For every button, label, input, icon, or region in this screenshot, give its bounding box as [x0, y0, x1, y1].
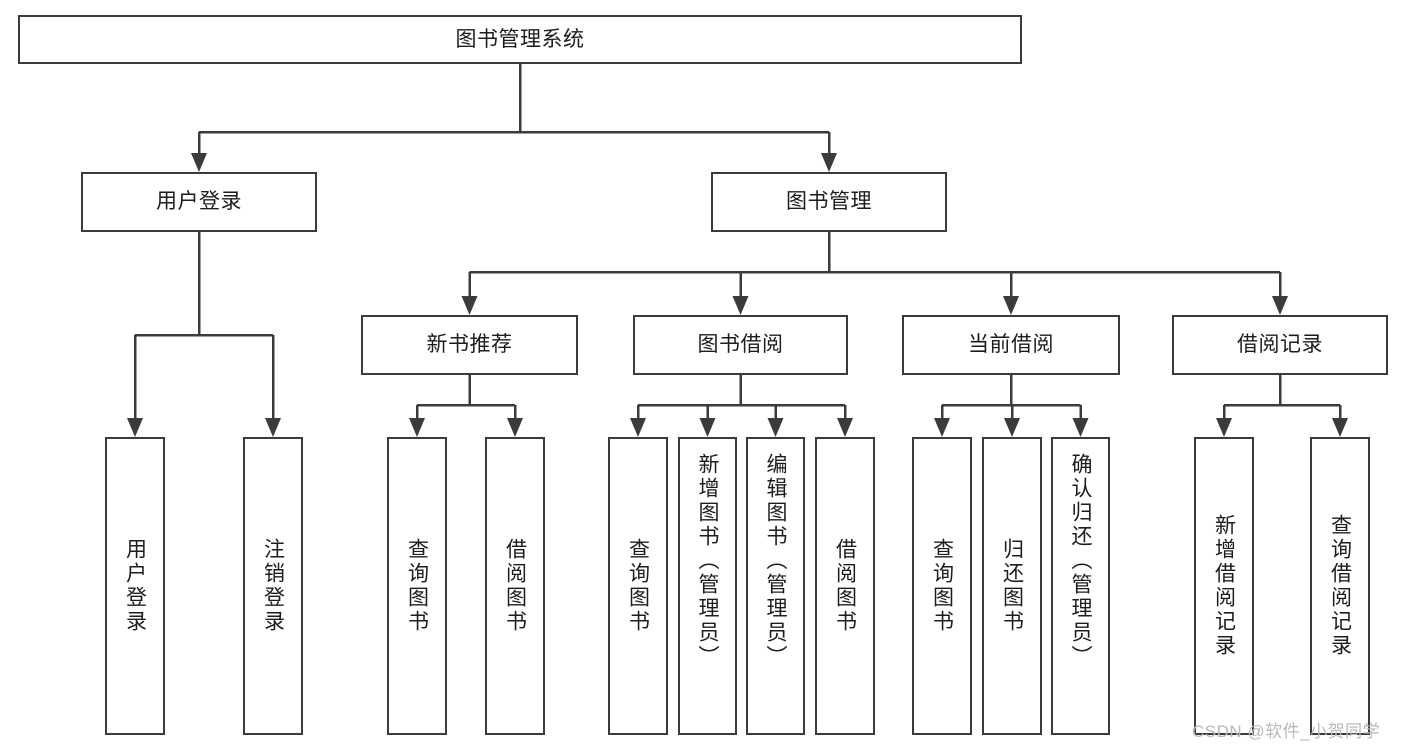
node-leaf-query-book-current: 查询图书: [912, 437, 972, 735]
node-leaf-query-book-borrow: 查询图书: [608, 437, 668, 735]
node-records: 借阅记录: [1172, 315, 1388, 375]
node-label-leaf-query-book-new: 查询图书: [405, 538, 429, 634]
node-label-leaf-borrow-book: 借阅图书: [833, 538, 857, 634]
node-leaf-add-book: 新增图书（管理员）: [678, 437, 737, 735]
node-leaf-query-book-new: 查询图书: [387, 437, 447, 735]
node-label-leaf-query-book-borrow: 查询图书: [626, 538, 650, 634]
node-label-leaf-edit-book: 编辑图书（管理员）: [764, 453, 787, 669]
node-label-leaf-query-record: 查询借阅记录: [1328, 514, 1352, 658]
node-label-records: 借阅记录: [1237, 333, 1323, 357]
node-label-current: 当前借阅: [968, 333, 1054, 357]
node-label-bookmgmt: 图书管理: [786, 190, 872, 214]
node-bookmgmt: 图书管理: [711, 172, 947, 232]
node-borrow: 图书借阅: [633, 315, 848, 375]
node-newbook: 新书推荐: [361, 315, 578, 375]
node-leaf-confirm-return: 确认归还（管理员）: [1051, 437, 1110, 735]
node-leaf-edit-book: 编辑图书（管理员）: [746, 437, 805, 735]
node-leaf-return-book: 归还图书: [982, 437, 1042, 735]
node-leaf-logout: 注销登录: [243, 437, 303, 735]
node-label-leaf-borrow-book-new: 借阅图书: [503, 538, 527, 634]
node-label-login: 用户登录: [156, 190, 242, 214]
node-label-leaf-confirm-return: 确认归还（管理员）: [1069, 453, 1092, 669]
node-leaf-add-record: 新增借阅记录: [1194, 437, 1254, 735]
node-label-leaf-add-record: 新增借阅记录: [1212, 514, 1236, 658]
node-label-leaf-logout: 注销登录: [261, 538, 285, 634]
node-current: 当前借阅: [902, 315, 1120, 375]
node-label-leaf-user-login: 用户登录: [123, 538, 147, 634]
node-leaf-borrow-book-new: 借阅图书: [485, 437, 545, 735]
node-label-borrow: 图书借阅: [697, 333, 784, 357]
node-label-leaf-add-book: 新增图书（管理员）: [696, 453, 719, 669]
node-label-leaf-return-book: 归还图书: [1000, 538, 1024, 634]
node-label-root: 图书管理系统: [455, 27, 585, 51]
node-leaf-user-login: 用户登录: [105, 437, 165, 735]
node-login: 用户登录: [81, 172, 317, 232]
watermark-text: CSDN @软件_小贺同学: [1192, 722, 1381, 741]
node-root: 图书管理系统: [18, 15, 1022, 64]
node-label-leaf-query-book-current: 查询图书: [930, 538, 954, 634]
node-label-newbook: 新书推荐: [426, 333, 513, 357]
node-leaf-query-record: 查询借阅记录: [1310, 437, 1370, 735]
node-leaf-borrow-book: 借阅图书: [815, 437, 875, 735]
